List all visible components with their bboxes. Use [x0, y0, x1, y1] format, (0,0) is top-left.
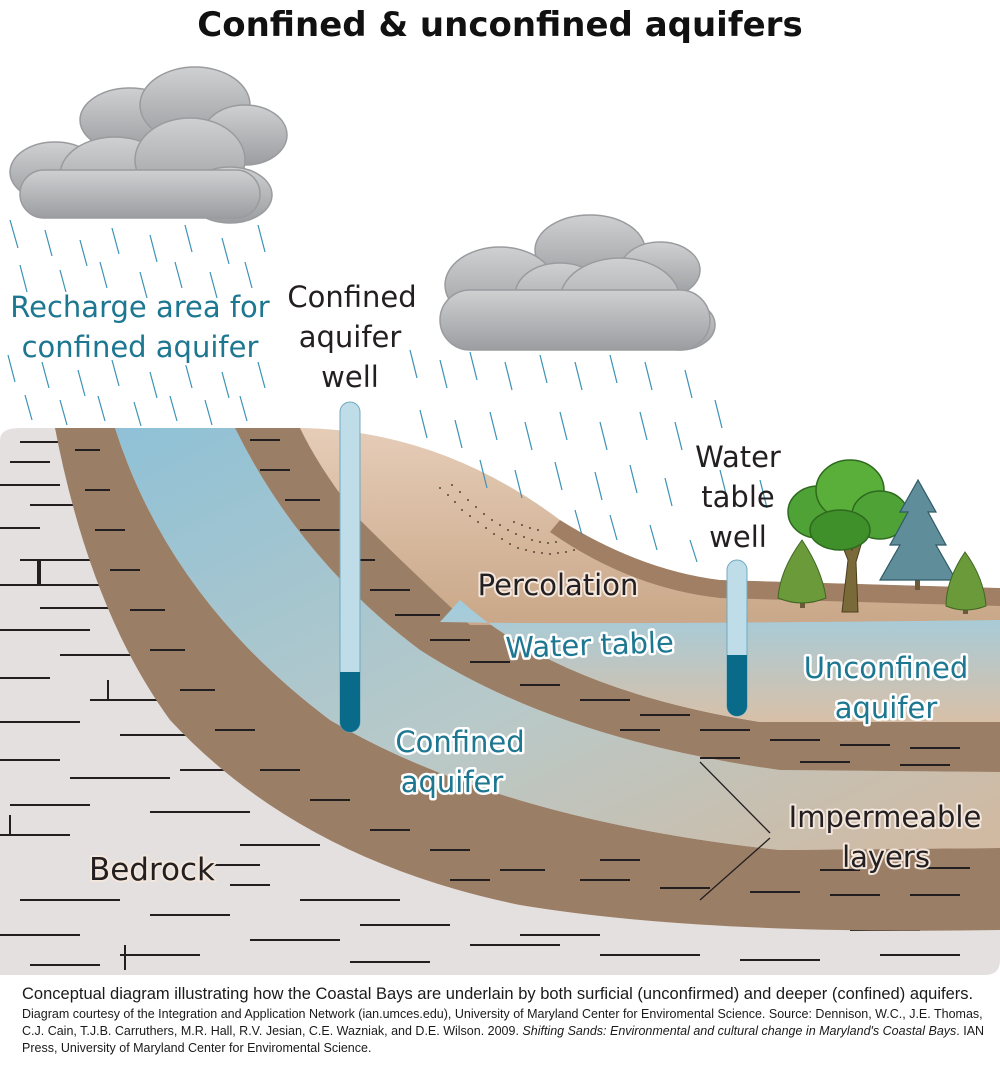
confined-well-water [340, 672, 360, 732]
impermeable-texture [75, 439, 970, 896]
water-table-well [726, 559, 748, 717]
impermeable-label-line1: Impermeable [789, 800, 982, 834]
unconfined-aquifer-layer [440, 600, 1000, 722]
bedrock-label: Bedrock [89, 852, 215, 888]
caption-credit-part2: . IAN Press, University of Maryland Cent… [22, 1024, 985, 1055]
diagram-title: Confined & unconfined aquifers [197, 5, 802, 45]
confined-aquifer-label-line2: aquifer [401, 765, 504, 799]
water-table-well-label-line1: Water [695, 440, 781, 474]
impermeable-leader-lines [699, 761, 771, 901]
water-table-well-label-line3: well [709, 520, 767, 554]
caption-credit-book-title: Shifting Sands: Environmental and cultur… [522, 1024, 957, 1038]
caption: Conceptual diagram illustrating how the … [22, 984, 992, 1057]
confined-well-label-line3: well [321, 360, 379, 394]
upper-impermeable-layer [235, 428, 1000, 772]
rain-right [409, 349, 768, 563]
tree-deciduous [787, 459, 909, 613]
confined-aquifer-layer [115, 428, 1000, 850]
impermeable-label-line2: layers [842, 840, 930, 874]
cloud-right [439, 214, 716, 351]
rain-left [7, 219, 266, 427]
unconfined-aquifer-label-line1: Unconfined [804, 651, 969, 685]
water-table-well-label-line2: table [701, 480, 774, 514]
caption-main: Conceptual diagram illustrating how the … [22, 985, 974, 1003]
confined-aquifer-well [339, 401, 361, 733]
cloud-left [9, 66, 288, 224]
tree-conifer-blue [878, 478, 958, 590]
lower-impermeable-layer [55, 428, 1000, 931]
caption-credit-part1: Diagram courtesy of the Integration and … [22, 1007, 983, 1038]
percolation-label: Percolation [478, 568, 639, 602]
tree-small-left [777, 539, 827, 608]
caption-credit: Diagram courtesy of the Integration and … [22, 1006, 992, 1057]
recharge-label-line1: Recharge area for [10, 290, 270, 324]
water-table-label: Water table [505, 625, 674, 665]
confined-aquifer-label-line1: Confined [395, 725, 524, 759]
recharge-label-line2: confined aquifer [22, 330, 259, 364]
tree-small-right [945, 551, 987, 614]
unconfined-aquifer-label-line2: aquifer [835, 691, 938, 725]
confined-well-label-line1: Confined [287, 280, 416, 314]
confined-well-label-line2: aquifer [299, 320, 402, 354]
topsoil-strip [550, 520, 1000, 606]
water-table-well-water [727, 655, 747, 716]
soil-layer [300, 428, 1000, 625]
percolation-dots [439, 484, 575, 555]
